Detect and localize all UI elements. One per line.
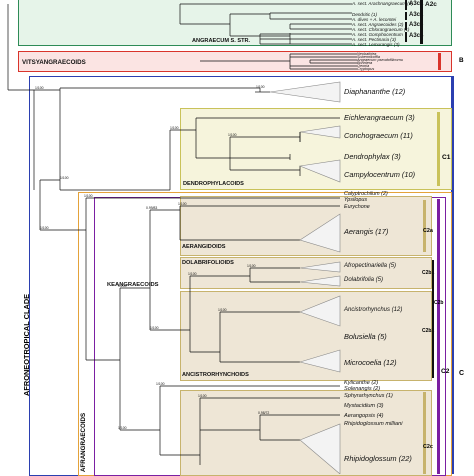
tip-dendrophylax: Dendrophylax (3) <box>344 152 401 161</box>
vits-tip-3: Bonniera <box>357 61 373 65</box>
angraecum-block <box>18 0 452 46</box>
vits-tip-2: Angraecum pseudofilicornu <box>357 58 404 62</box>
clade-c2a-bar <box>423 200 426 252</box>
tip-rhipidoglossum: Rhipidoglossum (22) <box>344 454 412 463</box>
node-support: 1/100 <box>247 264 256 268</box>
tip-ypsilopus: Ypsilopus <box>344 197 368 203</box>
top-tip-7: A. sect. Lemurangis (3) <box>352 42 400 47</box>
top-tip-2: A. dives + A. lecomtei <box>352 17 397 22</box>
clade-b-label: B <box>459 57 464 64</box>
tip-dolabrifolia: Dolabrifolia (5) <box>344 277 384 283</box>
subclade-bar-a3c1 <box>405 0 407 10</box>
node-support: 1/100 <box>256 85 265 89</box>
top-tip-0: A. sect. Arachnangraecum (6) <box>352 1 413 6</box>
top-tip-5: A. sect. Gomphocentrum <box>352 32 403 37</box>
clade-b-bar <box>438 53 441 70</box>
node-support: 1/100 <box>188 272 197 276</box>
subclade-bar-a3c3 <box>405 22 407 30</box>
node-support: 1/100 <box>40 226 49 230</box>
angraecum-group-label: ANGRAECUM S. STR. <box>192 38 251 44</box>
subclade-a3c2: A3c2 <box>409 12 424 18</box>
vits-tip-0: Neobathiea <box>357 52 377 56</box>
tip-calyptrochilum: Calyptrochilum (2) <box>344 191 388 197</box>
subclade-bar-a3c4 <box>405 32 407 42</box>
dendrophylacoids-label: DENDROPHYLACOIDS <box>183 181 244 187</box>
node-support: 1/100 <box>170 126 179 130</box>
clade-c2b-bar <box>432 260 434 378</box>
node-support: 1/100 <box>218 308 227 312</box>
clade-c2c-label: C2c <box>423 444 433 450</box>
node-support: 1/100 <box>198 394 207 398</box>
subclade-a3c3: A3c3 <box>409 22 424 28</box>
clade-c2b-label: C2b <box>434 300 444 306</box>
aerangidoids-label: AERANGIDOIDS <box>182 244 226 250</box>
tip-ancistrorhynchus: Ancistrorhynchus (12) <box>344 307 403 313</box>
tip-eichlerangraecum: Eichlerangraecum (3) <box>344 113 415 122</box>
tip-diaphananthe: Diaphananthe (12) <box>344 87 406 96</box>
tip-mystacidium: Mystacidium (3) <box>344 403 384 409</box>
clade-c2a-label: C2a <box>423 228 433 234</box>
vitsyangraecoids-label: VITSYANGRAECOIDS <box>22 59 86 66</box>
subclade-a3c1: A3c1 <box>409 1 424 7</box>
node-support: 1/100 <box>228 133 237 137</box>
tip-conchoglossum: Conchograecum (11) <box>344 131 413 140</box>
clade-c1-label: C1 <box>442 154 451 161</box>
vitsyangraecoids-block <box>18 51 452 72</box>
top-tip-4: A. sect. Chlorangraecum (1) <box>352 27 410 32</box>
clade-c2b2-label: C2b2 <box>422 328 435 334</box>
subclade-a3c4: A3c4 <box>409 33 424 39</box>
tip-aerangis: Aerangis (17) <box>344 227 389 236</box>
node-support: 1/100 <box>35 86 44 90</box>
dendrophylacoids-block <box>180 108 452 190</box>
dolabrifolioids-block <box>180 257 432 289</box>
subclade-bar-a2c <box>420 0 423 44</box>
clade-c-label: C <box>459 370 465 377</box>
tip-rhipidoglossum-milliani: Rhipidoglossum milliani <box>344 421 403 427</box>
tip-afropectinariella: Afropectinariella (5) <box>344 263 397 269</box>
node-support: 1/100 <box>156 382 165 386</box>
subclade-bar-a3c2 <box>405 12 407 20</box>
tip-solenangis: Solenangis (2) <box>344 386 381 392</box>
node-support: 1/100 <box>60 176 69 180</box>
tip-bolusiella: Bolusiella (5) <box>344 332 387 341</box>
keangraecoids-label: KEANGRAECOIDS <box>107 282 159 288</box>
top-tip-1: Dendritic (1) <box>352 12 378 17</box>
node-support: 0.98/72 <box>258 411 270 415</box>
subclade-a2c: A2c <box>425 1 437 8</box>
vits-tip-5: Cryptopus <box>357 67 375 71</box>
ancistrorhynchoids-block <box>180 291 432 381</box>
clade-c2b1-label: C2b1 <box>422 270 435 276</box>
clade-c2-bar <box>437 199 440 474</box>
dolabrifolioids-label: DOLABRIFOLIOIDS <box>182 260 234 266</box>
clade-c1-bar <box>437 112 440 186</box>
clade-c2c-bar <box>423 392 426 474</box>
node-support: 1/100 <box>84 194 93 198</box>
clade-c2-label: C2 <box>441 368 450 375</box>
node-support: 1/100 <box>150 326 159 330</box>
node-support: 1/100 <box>178 202 187 206</box>
node-support: 0.99/83 <box>146 206 158 210</box>
ancistrorhynchoids-label: ANCISTRORHYNCHOIDS <box>182 372 249 378</box>
node-support: 1/100 <box>118 426 127 430</box>
node-support: 1/100 <box>118 284 127 288</box>
tip-eurychone: Eurychone <box>344 204 370 210</box>
tip-aerangopsis: Aerangopsis (4) <box>344 413 384 419</box>
top-tip-6: A. sect. Pectinaria (3) <box>352 37 396 42</box>
vits-tip-1: Sobennikoffia <box>357 55 381 59</box>
tip-microcoelia: Microcoelia (12) <box>344 358 397 367</box>
clade-c-bar <box>452 76 454 474</box>
tip-kylicanthe: Kylicanthe (2) <box>344 380 379 386</box>
tip-sphyrarhynchus: Sphyrarhynchus (1) <box>344 393 393 399</box>
vits-tip-4: Oeonia <box>357 64 370 68</box>
top-tip-3: A. sect. Angraecoides (2) <box>352 22 404 27</box>
tip-campylocentrum: Campylocentrum (10) <box>344 170 416 179</box>
